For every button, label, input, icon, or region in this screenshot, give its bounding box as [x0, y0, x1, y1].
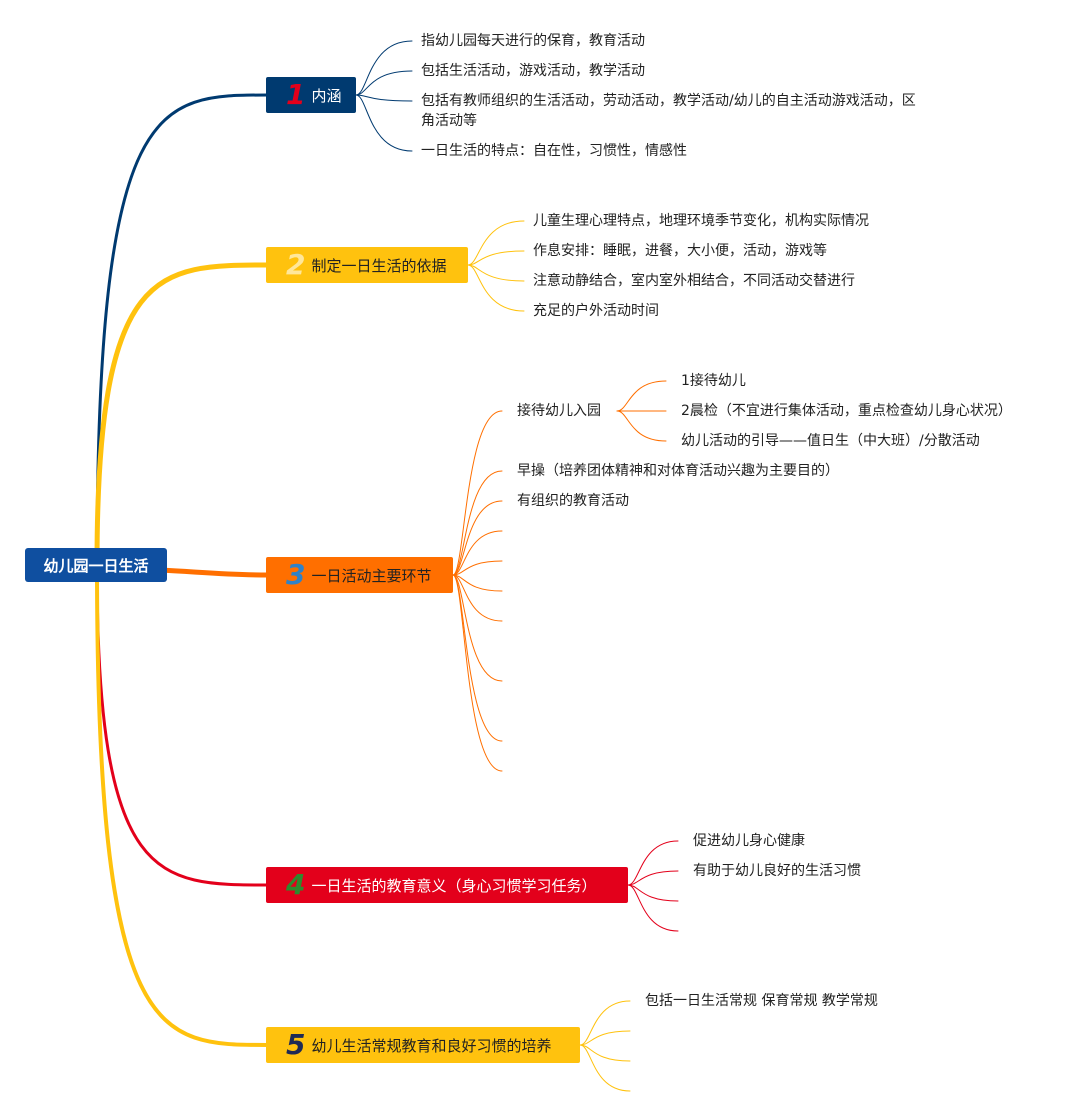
branch-4-node[interactable]: 4 一日生活的教育意义（身心习惯学习任务）	[266, 867, 628, 903]
branch-3-subitem[interactable]: 2晨检（不宜进行集体活动，重点检查幼儿身心状况）	[681, 403, 1012, 419]
branch-2-item[interactable]: 儿童生理心理特点，地理环境季节变化，机构实际情况	[533, 213, 869, 229]
branch-4-item[interactable]: 有助于幼儿良好的生活习惯	[693, 863, 861, 879]
branch-3-leaf-link	[452, 500, 503, 576]
branch-3-number: 3	[286, 558, 306, 591]
branch-5-leaf-link	[579, 1030, 631, 1046]
branch-3-item[interactable]: 有组织的教育活动	[517, 493, 629, 509]
branch-3-leaf-link	[452, 574, 503, 772]
branch-3-subitem[interactable]: 幼儿活动的引导——值日生（中大班）/分散活动	[681, 433, 980, 449]
branch-3-leaf-link	[452, 410, 503, 576]
branch-2-label: 制定一日生活的依据	[311, 256, 447, 275]
branch-2-item[interactable]: 充足的户外活动时间	[533, 303, 659, 319]
branch-5-node[interactable]: 5 幼儿生活常规教育和良好习惯的培养	[266, 1027, 580, 1063]
branch-2-leaf-link	[467, 250, 525, 266]
branch-4-label: 一日生活的教育意义（身心习惯学习任务）	[311, 876, 597, 895]
root-label: 幼儿园一日生活	[43, 556, 149, 575]
branch-3-sub-link	[616, 410, 667, 442]
root-to-branch-4-link	[95, 563, 270, 887]
branch-1-node[interactable]: 1 内涵	[266, 77, 356, 113]
branch-3-label: 一日活动主要环节	[311, 566, 432, 585]
branch-5-leaf-link	[579, 1044, 631, 1092]
branch-3-leaf-link	[452, 470, 503, 576]
branch-4-number: 4	[286, 868, 306, 901]
branch-5-number: 5	[286, 1028, 306, 1061]
branch-3-sub-link	[616, 380, 667, 412]
branch-3-node[interactable]: 3 一日活动主要环节	[266, 557, 453, 593]
branch-1-label: 内涵	[311, 86, 342, 105]
branch-2-leaf-link	[467, 220, 525, 266]
root-to-branch-3-link	[157, 567, 271, 578]
branch-5-leaf-link	[579, 1000, 631, 1046]
branch-5-item[interactable]: 包括一日生活常规 保育常规 教学常规	[645, 993, 878, 1009]
branch-3-leaf-link	[452, 530, 503, 576]
branch-2-leaf-link	[467, 264, 525, 282]
branch-3-subitem[interactable]: 1接待幼儿	[681, 373, 746, 389]
branch-1-leaf-link	[355, 94, 413, 102]
branch-4-leaf-link	[627, 884, 679, 932]
branch-2-item[interactable]: 注意动静结合，室内室外相结合，不同活动交替进行	[533, 273, 855, 289]
branch-1-number: 1	[286, 78, 306, 111]
branch-4-leaf-link	[627, 870, 679, 886]
branch-5-label: 幼儿生活常规教育和良好习惯的培养	[311, 1036, 552, 1055]
branch-5-leaf-link	[579, 1044, 631, 1062]
branch-3-leaf-link	[452, 560, 503, 576]
branch-3-leaf-link	[452, 574, 503, 622]
branch-1-item[interactable]: 指幼儿园每天进行的保育，教育活动	[421, 33, 645, 49]
branch-2-leaf-link	[467, 264, 525, 312]
branch-1-item[interactable]: 一日生活的特点：自在性，习惯性，情感性	[421, 143, 687, 159]
branch-2-item[interactable]: 作息安排：睡眠，进餐，大小便，活动，游戏等	[533, 243, 827, 259]
branch-3-item[interactable]: 接待幼儿入园	[517, 403, 601, 419]
branch-2-number: 2	[286, 248, 306, 281]
branch-1-item[interactable]: 包括有教师组织的生活活动，劳动活动，教学活动/幼儿的自主活动游戏活动，区角活动等	[421, 93, 916, 129]
branch-3-leaf-link	[452, 574, 503, 682]
root-to-branch-1-link	[95, 93, 270, 567]
branch-4-item[interactable]: 促进幼儿身心健康	[693, 833, 805, 849]
branch-1-item[interactable]: 包括生活活动，游戏活动，教学活动	[421, 63, 645, 79]
root-node[interactable]: 幼儿园一日生活	[25, 548, 167, 582]
branch-4-leaf-link	[627, 840, 679, 886]
branch-1-leaf-link	[355, 94, 413, 152]
branch-4-leaf-link	[627, 884, 679, 902]
branch-1-leaf-link	[355, 70, 413, 96]
branch-3-leaf-link	[452, 574, 503, 592]
branch-3-item[interactable]: 早操（培养团体精神和对体育活动兴趣为主要目的）	[517, 463, 839, 479]
branch-1-leaf-link	[355, 40, 413, 96]
root-to-branch-5-link	[95, 563, 270, 1047]
root-to-branch-2-link	[94, 262, 271, 568]
branch-2-node[interactable]: 2 制定一日生活的依据	[266, 247, 468, 283]
